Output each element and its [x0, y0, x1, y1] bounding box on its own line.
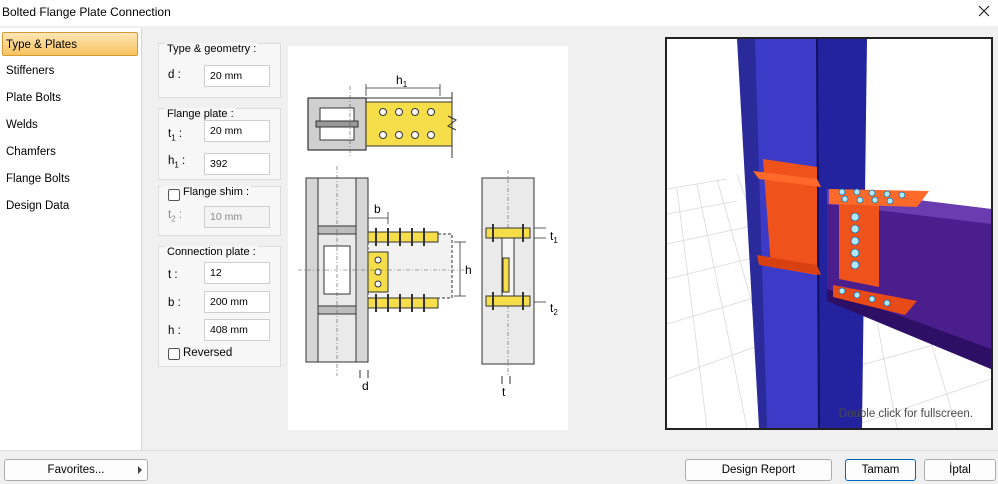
reversed-label: Reversed — [183, 347, 233, 359]
diagram-h1-label: h1 — [396, 73, 408, 89]
connection-diagram: h1 b — [288, 46, 568, 430]
h1-label: h1 : — [168, 155, 186, 170]
b-label: b : — [168, 297, 181, 309]
favorites-label: Favorites... — [47, 464, 105, 476]
sidebar-item-flange-bolts[interactable]: Flange Bolts — [6, 173, 70, 185]
fullscreen-hint: Double click for fullscreen. — [838, 408, 973, 420]
b-input[interactable]: 200 mm — [204, 291, 270, 313]
flange-shim-legend: Flange shim : — [161, 186, 252, 198]
reversed-checkbox[interactable] — [168, 348, 180, 360]
favorites-button[interactable]: Favorites... — [4, 459, 148, 481]
d-label: d : — [168, 69, 181, 81]
diagram-t1-label: t1 — [550, 229, 558, 245]
diagram-d-label: d — [362, 379, 369, 393]
diagram-b-label: b — [374, 202, 381, 216]
close-icon[interactable] — [976, 3, 992, 19]
diagram-t2-label: t2 — [550, 301, 558, 317]
bolts-3d — [838, 188, 906, 307]
side-view: t1 t2 t — [481, 170, 558, 399]
ok-button[interactable]: Tamam — [845, 459, 916, 481]
h-label: h : — [168, 325, 181, 337]
window-title: Bolted Flange Plate Connection — [2, 5, 171, 19]
footer: Favorites... Design Report Tamam İptal — [0, 450, 998, 484]
sidebar-item-type-plates[interactable]: Type & Plates — [2, 32, 138, 56]
plan-view: h1 — [307, 73, 457, 158]
diagram-h-label: h — [465, 263, 472, 277]
d-input[interactable]: 20 mm — [204, 65, 270, 87]
t1-label: t1 : — [168, 128, 183, 143]
t2-input[interactable]: 10 mm — [204, 206, 270, 228]
design-report-button[interactable]: Design Report — [685, 459, 832, 481]
3d-view[interactable]: Double click for fullscreen. — [665, 37, 993, 430]
title-bar: Bolted Flange Plate Connection — [0, 0, 998, 26]
sidebar-item-plate-bolts[interactable]: Plate Bolts — [6, 92, 61, 104]
t-input[interactable]: 12 — [204, 262, 270, 284]
sidebar-item-chamfers[interactable]: Chamfers — [6, 146, 56, 158]
t-label: t : — [168, 269, 178, 281]
h-input[interactable]: 408 mm — [204, 319, 270, 341]
flange-plate-legend: Flange plate : — [165, 108, 236, 120]
sidebar-item-stiffeners[interactable]: Stiffeners — [6, 65, 55, 77]
sidebar-item-welds[interactable]: Welds — [6, 119, 38, 131]
cancel-button[interactable]: İptal — [924, 459, 996, 481]
flange-shim-group: Flange shim : t2 : 10 mm — [158, 186, 281, 236]
sidebar-item-design-data[interactable]: Design Data — [6, 200, 70, 212]
type-geometry-group: Type & geometry : d : 20 mm — [158, 43, 281, 98]
sidebar: Type & Plates Stiffeners Plate Bolts Wel… — [0, 28, 142, 450]
connection-plate-group: Connection plate : t : 12 b : 200 mm h :… — [158, 246, 281, 367]
elevation-view: b h d — [298, 166, 472, 393]
type-geometry-legend: Type & geometry : — [165, 43, 259, 55]
h1-input[interactable]: 392 — [204, 153, 270, 175]
diagram-t-label: t — [502, 385, 506, 399]
t1-input[interactable]: 20 mm — [204, 120, 270, 142]
chevron-right-icon — [138, 466, 142, 474]
t2-label: t2 : — [168, 209, 183, 224]
flange-plate-group: Flange plate : t1 : 20 mm h1 : 392 — [158, 108, 281, 180]
flange-shim-checkbox[interactable] — [168, 189, 180, 201]
connection-plate-legend: Connection plate : — [165, 246, 258, 258]
